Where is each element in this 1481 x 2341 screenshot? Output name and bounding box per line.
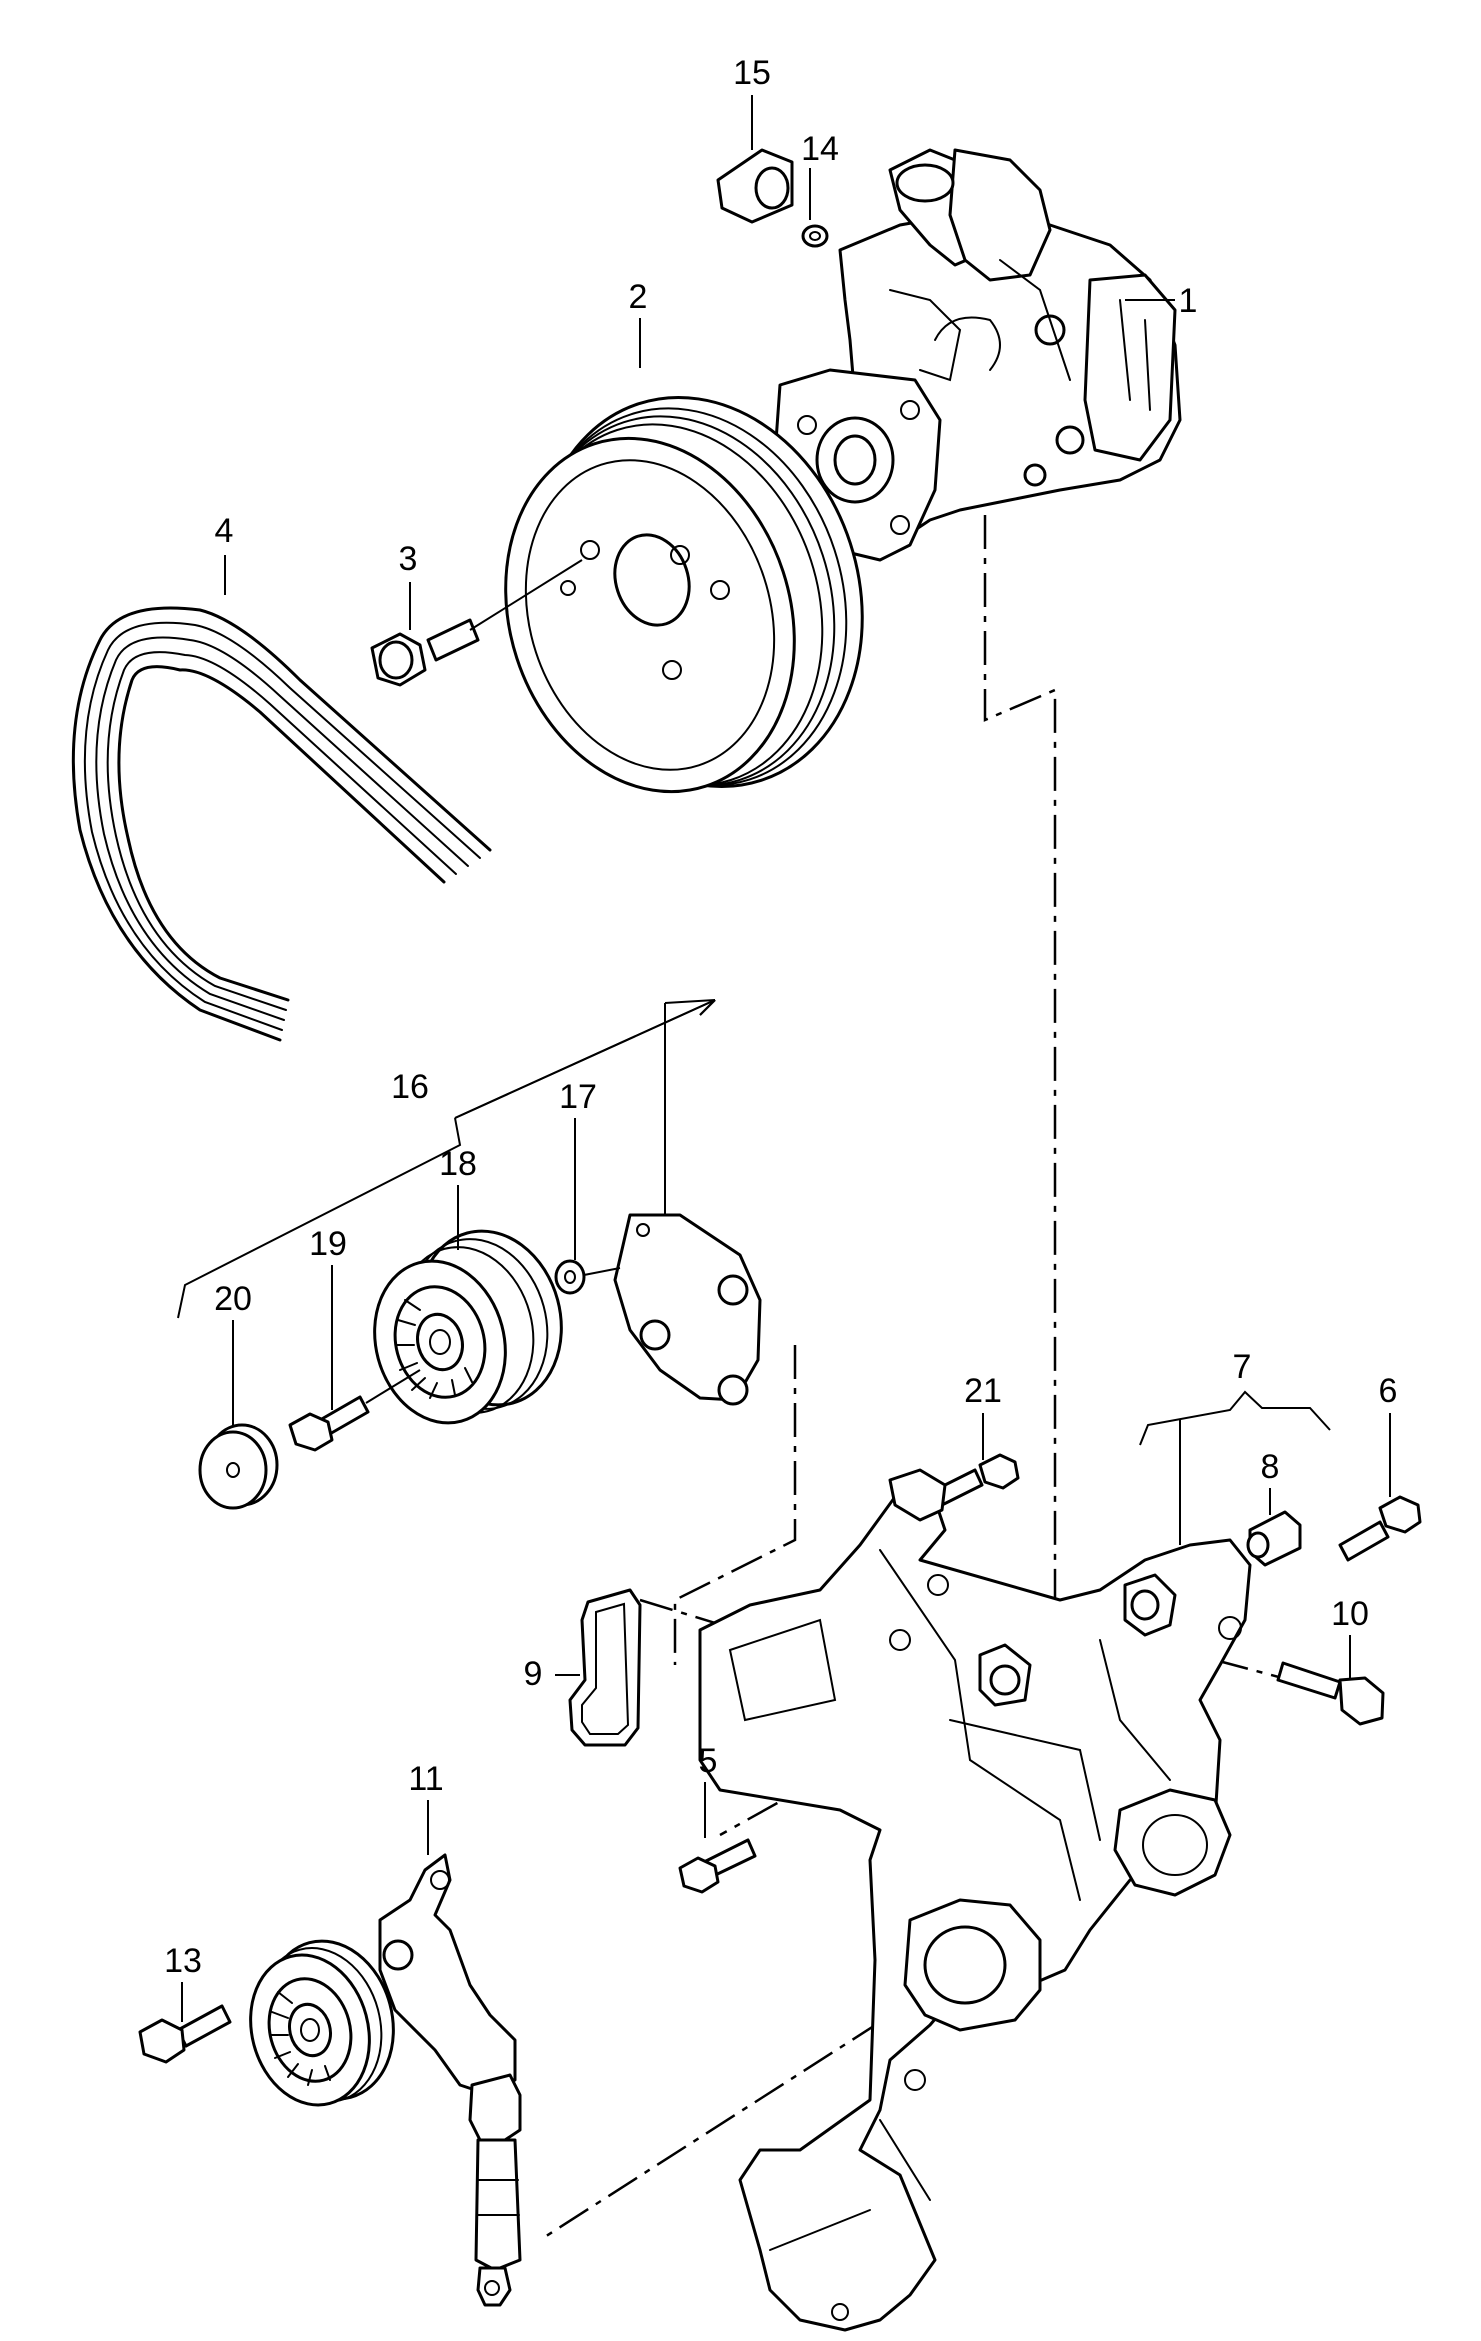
part-14-o-ring [801,224,829,248]
callout-11: 11 [408,1760,443,1798]
callout-leaders [181,95,1391,2022]
part-17-washer [554,1259,621,1295]
part-3-bolt [370,559,583,687]
callout-6: 6 [1379,1372,1398,1410]
bracket-16 [177,999,716,1319]
callout-4: 4 [215,512,234,550]
callout-labels: 1 2 3 4 5 6 7 8 9 10 11 13 14 15 16 17 1… [164,54,1397,1980]
callout-10: 10 [1331,1595,1369,1633]
callout-3: 3 [399,540,418,578]
callout-14: 14 [801,130,839,168]
part-5-bolt [678,1838,757,1894]
part-4-ribbed-belt [71,606,492,1042]
callout-13: 13 [164,1942,202,1980]
callout-7: 7 [1233,1348,1252,1386]
callout-19: 19 [309,1225,347,1263]
callout-16: 16 [391,1068,429,1106]
part-9-gasket [568,1588,642,1747]
callout-9: 9 [524,1655,543,1693]
part-13-bolt [138,2004,232,2064]
callout-2: 2 [629,278,648,316]
callout-17: 17 [559,1078,597,1116]
part-20-cap [198,1423,279,1510]
callout-5: 5 [699,1742,718,1780]
callout-18: 18 [439,1145,477,1183]
part-2-pulley [504,395,864,794]
callout-20: 20 [214,1280,252,1318]
part-6-bolt [1338,1495,1422,1562]
bracket-7 [1139,1390,1331,1545]
part-11-pulley [249,1939,395,2107]
part-11-tensioner [378,1853,522,2307]
part-1-power-steering-pump [773,148,1182,562]
callout-21: 21 [964,1372,1002,1410]
part-18-idler-pulley [373,1229,563,1425]
part-10-bolt [1276,1661,1385,1726]
bracket-16-detail [664,999,716,1220]
callout-8: 8 [1261,1448,1280,1486]
part-15-cap [716,148,794,224]
callout-1: 1 [1179,282,1198,320]
part-17-cover-plate [613,1213,762,1406]
part-19-bolt [288,1369,421,1452]
callout-15: 15 [733,54,771,92]
part-7-main-bracket [698,1468,1252,2332]
part-8-sleeve [1246,1510,1302,1567]
